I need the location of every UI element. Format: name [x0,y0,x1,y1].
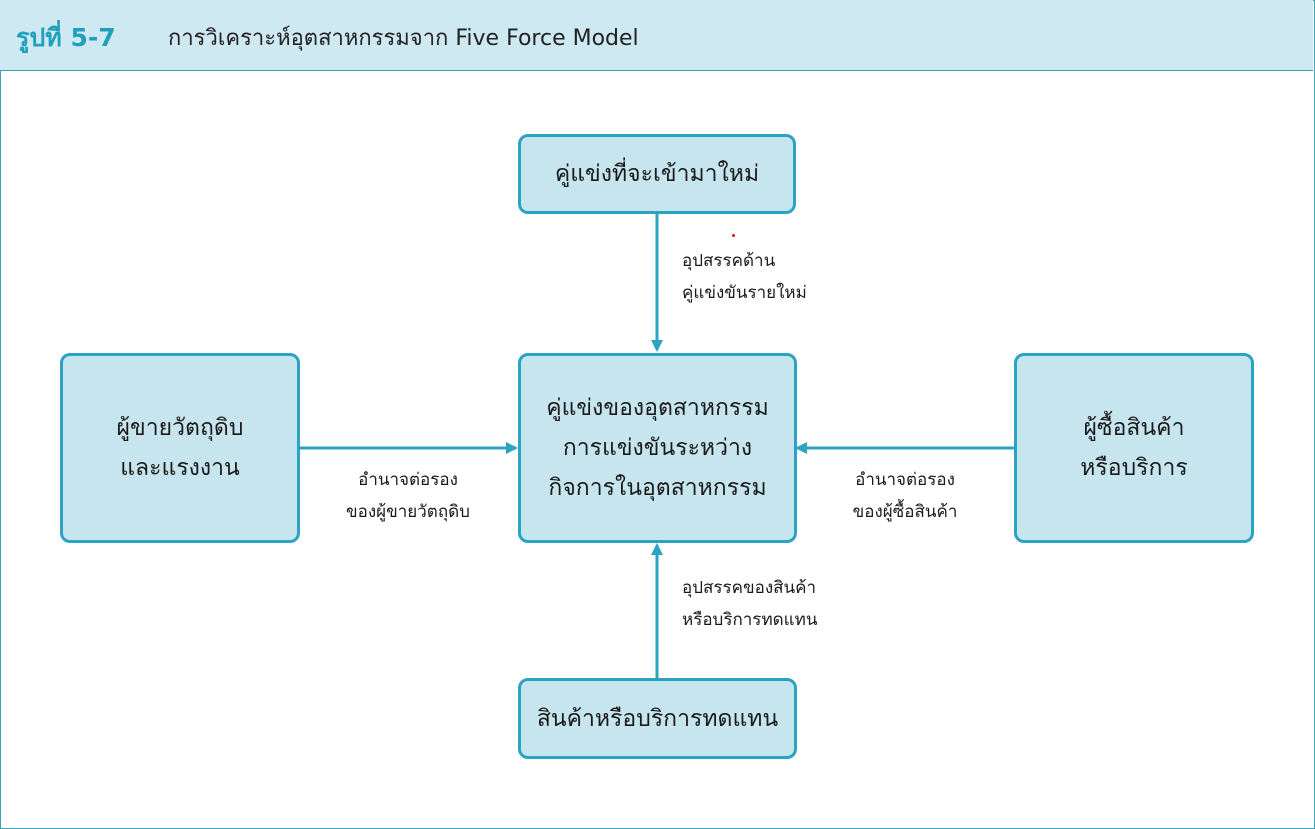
buyers-box: ผู้ซื้อสินค้า หรือบริการ [1014,353,1254,543]
substitutes-line-1: สินค้าหรือบริการทดแทน [536,705,779,732]
substitute-threat-line-1: อุปสรรคของสินค้า [682,578,817,598]
suppliers-line-2: และแรงงาน [120,455,240,481]
substitute-threat-line-2: หรือบริการทดแทน [682,610,818,630]
suppliers-line-1: ผู้ขายวัตถุดิบ [116,415,244,441]
figure-title: การวิเคราะห์อุตสาหกรรมจาก Five Force Mod… [168,26,639,51]
buyers-line-2: หรือบริการ [1080,455,1188,481]
new-entrants-line-1: คู่แข่งที่จะเข้ามาใหม่ [554,161,760,187]
red-dot-mark [732,234,735,237]
entry-barrier-line-2: คู่แข่งขันรายใหม่ [682,283,807,303]
figure-number: รูปที่ 5-7 [16,23,116,52]
buyers-line-1: ผู้ซื้อสินค้า [1083,415,1185,441]
buyer-power-line-1: อำนาจต่อรอง [855,470,955,490]
industry-line-1: คู่แข่งของอุตสาหกรรม [546,395,769,421]
buyer-power-label: อำนาจต่อรอง ของผู้ซื้อสินค้า [815,464,995,528]
supplier-power-line-1: อำนาจต่อรอง [358,470,458,490]
industry-rivalry-box: คู่แข่งของอุตสาหกรรม การแข่งขันระหว่าง ก… [518,353,797,543]
industry-line-3: กิจการในอุตสาหกรรม [548,475,767,501]
new-entrants-box: คู่แข่งที่จะเข้ามาใหม่ [518,134,796,214]
entry-barrier-line-1: อุปสรรคด้าน [682,251,776,271]
supplier-power-label: อำนาจต่อรอง ของผู้ขายวัตถุดิบ [318,464,498,528]
substitutes-box: สินค้าหรือบริการทดแทน [518,678,797,759]
buyer-power-line-2: ของผู้ซื้อสินค้า [852,502,958,522]
substitute-threat-label: อุปสรรคของสินค้า หรือบริการทดแทน [682,572,817,636]
figure-header: รูปที่ 5-7 การวิเคราะห์อุตสาหกรรมจาก Fiv… [0,0,1313,71]
industry-line-2: การแข่งขันระหว่าง [562,435,753,461]
supplier-power-line-2: ของผู้ขายวัตถุดิบ [346,502,470,522]
suppliers-box: ผู้ขายวัตถุดิบ และแรงงาน [60,353,300,543]
entry-barrier-label: อุปสรรคด้าน คู่แข่งขันรายใหม่ [682,245,807,309]
